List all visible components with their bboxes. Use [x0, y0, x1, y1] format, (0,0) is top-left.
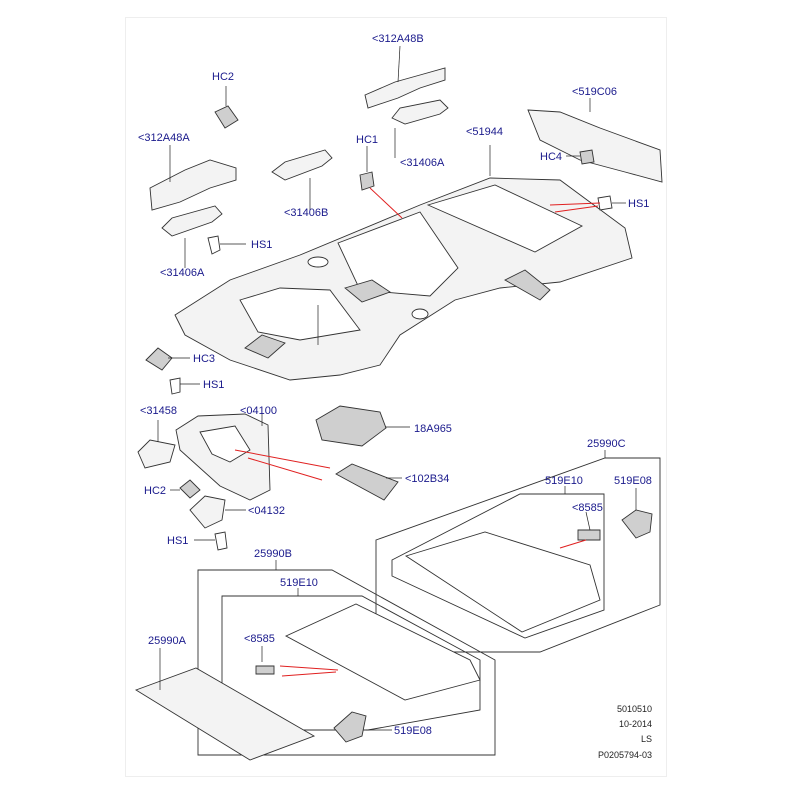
bracket-312A48B: [364, 45, 446, 109]
sun-visor-clip-04132: [189, 495, 246, 529]
callout-HS1-right: HS1: [628, 198, 649, 210]
callout-312A48B: <312A48B: [372, 33, 424, 45]
callout-31406A-top: <31406A: [400, 157, 445, 169]
callout-519E10-right: 519E10: [545, 475, 583, 487]
footer-line-4: P0205794-03: [597, 750, 652, 760]
clip-HC3: [145, 347, 190, 371]
footer-line-3: LS: [640, 734, 652, 744]
callout-labels: <312A48B HC2 <519C06 HC1 <51944 <312A48A…: [138, 33, 652, 737]
callout-102B34: <102B34: [405, 473, 449, 485]
cover-519C06: [527, 98, 663, 183]
callout-HS1-mid: HS1: [203, 379, 224, 391]
load-floor-25990A: [134, 648, 316, 761]
callout-31406B: <31406B: [284, 207, 328, 219]
clip-HC1: [359, 146, 403, 219]
callout-HC2-top: HC2: [212, 71, 234, 83]
callout-519E10-left: 519E10: [280, 577, 318, 589]
clip-HC2-top: [214, 86, 239, 129]
bracket-519E08-left: [333, 711, 392, 743]
grab-handle-31406A-top: [391, 99, 449, 158]
blind-519E10-left: [255, 603, 481, 701]
callout-HS1-left: HS1: [251, 239, 272, 251]
callout-31406A-left: <31406A: [160, 267, 205, 279]
callout-519C06: <519C06: [572, 86, 617, 98]
callout-25990B: 25990B: [254, 548, 292, 560]
callout-51944: <51944: [466, 126, 503, 138]
callout-8585-left: <8585: [244, 633, 275, 645]
screw-HS1-right: [549, 195, 626, 213]
callout-519E08-left: 519E08: [394, 725, 432, 737]
callout-HC4: HC4: [540, 151, 562, 163]
callout-04132: <04132: [248, 505, 285, 517]
dome-lamp-18A965: [315, 405, 410, 447]
callout-8585-right: <8585: [572, 502, 603, 514]
callout-HS1-low: HS1: [167, 535, 188, 547]
callout-HC2-low: HC2: [144, 485, 166, 497]
callout-18A965: 18A965: [414, 423, 452, 435]
screw-HS1-left: [207, 235, 246, 255]
callout-25990A: 25990A: [148, 635, 187, 647]
footer-line-1: 5010510: [616, 704, 652, 714]
callout-519E08-right: 519E08: [614, 475, 652, 487]
blind-519E10-right: [404, 511, 601, 633]
sun-visor-clip-31458: [137, 420, 176, 469]
footer-line-2: 10-2014: [618, 719, 652, 729]
bracket-312A48A: [149, 145, 237, 211]
grab-handle-31406B: [271, 149, 333, 210]
callout-25990C: 25990C: [587, 438, 626, 450]
grab-handle-31406A-left: [161, 205, 223, 268]
headliner-panel: [174, 177, 633, 381]
mirror-102B34: [335, 463, 402, 501]
bracket-519E08-right: [621, 488, 653, 539]
callout-31458: <31458: [140, 405, 177, 417]
callout-04100: <04100: [240, 405, 277, 417]
callout-HC3: HC3: [193, 353, 215, 365]
clip-HC4: [566, 149, 595, 165]
callout-312A48A: <312A48A: [138, 132, 190, 144]
screw-HS1-low: [194, 531, 228, 551]
sun-visor-04100: [175, 413, 331, 501]
callout-HC1: HC1: [356, 134, 378, 146]
screw-HS1-mid: [169, 377, 200, 395]
assembly-box-519E10-right: [391, 486, 605, 639]
clip-HC2-low: [170, 479, 201, 499]
